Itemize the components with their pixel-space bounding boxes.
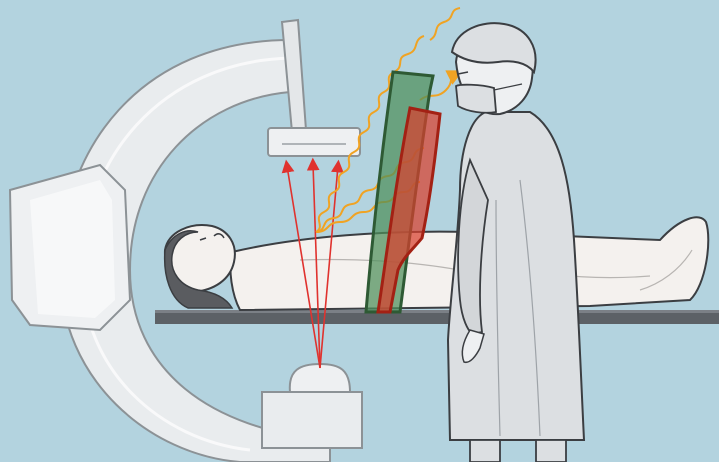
operating-table-icon <box>155 310 719 324</box>
